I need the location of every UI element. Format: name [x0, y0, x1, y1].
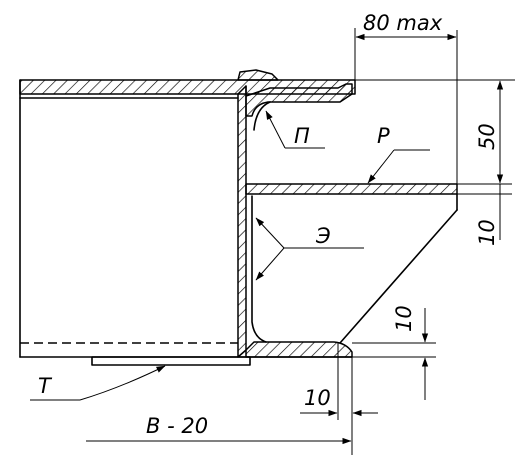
- dim-80-max-label: 80 max: [363, 11, 443, 35]
- dim-10-horizontal-label: 10: [304, 386, 331, 410]
- upper-channel-curl: [253, 101, 271, 131]
- callout-p-label: П: [294, 124, 310, 148]
- lower-heel: [245, 341, 353, 358]
- callout-r-leader: [367, 149, 395, 184]
- upper-channel-profile: [245, 83, 353, 117]
- dim-50-label: 50: [475, 123, 499, 150]
- diagonal-brace: [339, 209, 458, 344]
- shelf-plate: [245, 183, 458, 195]
- callout-e-label: Э: [315, 224, 331, 248]
- lower-channel-inner: [251, 195, 267, 343]
- bottom-strip: [91, 356, 251, 366]
- callout-e-leader-lower: [255, 247, 285, 281]
- callout-p-leader: [265, 110, 286, 149]
- dim-10-right-label: 10: [475, 219, 499, 246]
- callout-r-label: Р: [377, 124, 390, 148]
- vertical-web: [237, 85, 247, 358]
- dim-10-vertical-label: 10: [392, 305, 416, 332]
- callout-t-leader: [79, 365, 166, 401]
- callout-e-leader-upper: [255, 217, 285, 249]
- top-weld-cap: [237, 69, 279, 81]
- dim-b20-label: B - 20: [146, 414, 208, 438]
- callout-t-label: Т: [38, 374, 53, 398]
